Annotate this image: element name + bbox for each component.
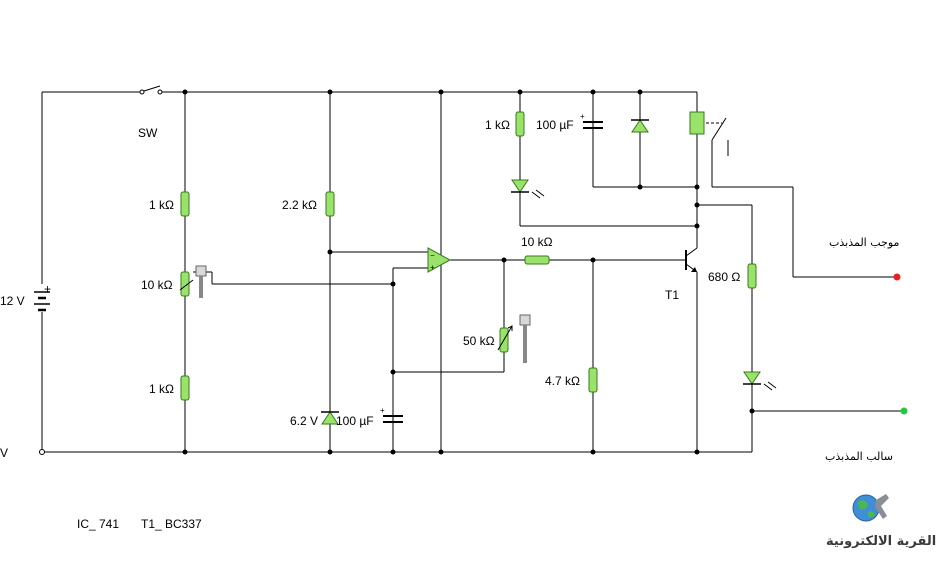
- label-r-2k2: 2.2 kΩ: [282, 198, 317, 212]
- resistor-2k2: [325, 191, 335, 217]
- terminal-negative[interactable]: [900, 407, 908, 415]
- globe-icon: [852, 494, 880, 522]
- potentiometer-10k: [180, 271, 190, 297]
- capacitor-top: +: [580, 112, 603, 129]
- label-ground: V: [0, 446, 8, 460]
- label-transistor: T1: [665, 288, 679, 302]
- pot-50k-knob[interactable]: [497, 314, 531, 363]
- wires: [41, 91, 902, 453]
- pot-10k-knob[interactable]: [179, 265, 207, 298]
- logo-text: القرية الالكترونية: [826, 534, 936, 549]
- label-parts-ic: IC_ 741: [77, 517, 119, 531]
- resistor-4k7: [588, 367, 598, 393]
- resistor-1k-led: [515, 111, 525, 137]
- label-pot-10k: 10 kΩ: [141, 278, 173, 292]
- op-amp-741: − +: [427, 247, 452, 273]
- resistor-680: [747, 263, 757, 289]
- flyback-diode: [631, 119, 649, 133]
- junction-dots: [39, 89, 755, 455]
- label-r-680: 680 Ω: [708, 270, 740, 284]
- label-r-10k-output: 10 kΩ: [521, 235, 553, 249]
- resistor-1k-top: [180, 191, 190, 217]
- svg-text:−: −: [430, 251, 435, 260]
- terminal-positive[interactable]: [893, 273, 901, 281]
- resistor-10k-output: [524, 255, 550, 265]
- label-battery: 12 V: [0, 294, 25, 308]
- label-r-4k7: 4.7 kΩ: [545, 374, 580, 388]
- label-r-led-top: 1 kΩ: [485, 118, 510, 132]
- capacitor-bottom: +: [380, 406, 403, 423]
- label-out-positive: موجب المذبذب: [829, 236, 900, 249]
- svg-text:+: +: [380, 406, 385, 415]
- label-switch: SW: [138, 126, 158, 140]
- label-parts-transistor: T1_ BC337: [141, 517, 202, 531]
- switch-sw: [139, 85, 163, 95]
- svg-text:+: +: [44, 282, 51, 296]
- wrench-icon: [875, 494, 889, 519]
- label-r-bottom-left: 1 kΩ: [149, 382, 174, 396]
- label-r-top-left: 1 kΩ: [149, 198, 174, 212]
- label-out-negative: سالب المذبذب: [825, 450, 893, 463]
- battery-symbol: +: [34, 282, 51, 312]
- svg-text:+: +: [580, 112, 585, 121]
- led-bottom: [743, 371, 777, 391]
- label-pot-50k: 50 kΩ: [463, 334, 495, 348]
- zener-diode: [321, 411, 339, 425]
- logo: القرية الالكترونية: [826, 494, 936, 549]
- label-cap-top: 100 µF: [536, 118, 574, 132]
- led-top: [511, 179, 545, 199]
- resistor-1k-bottom: [180, 375, 190, 401]
- transistor-t1: [685, 247, 698, 273]
- relay: [689, 111, 729, 156]
- label-cap-bottom: 100 µF: [336, 414, 374, 428]
- label-zener: 6.2 V: [290, 414, 318, 428]
- svg-text:+: +: [430, 263, 435, 272]
